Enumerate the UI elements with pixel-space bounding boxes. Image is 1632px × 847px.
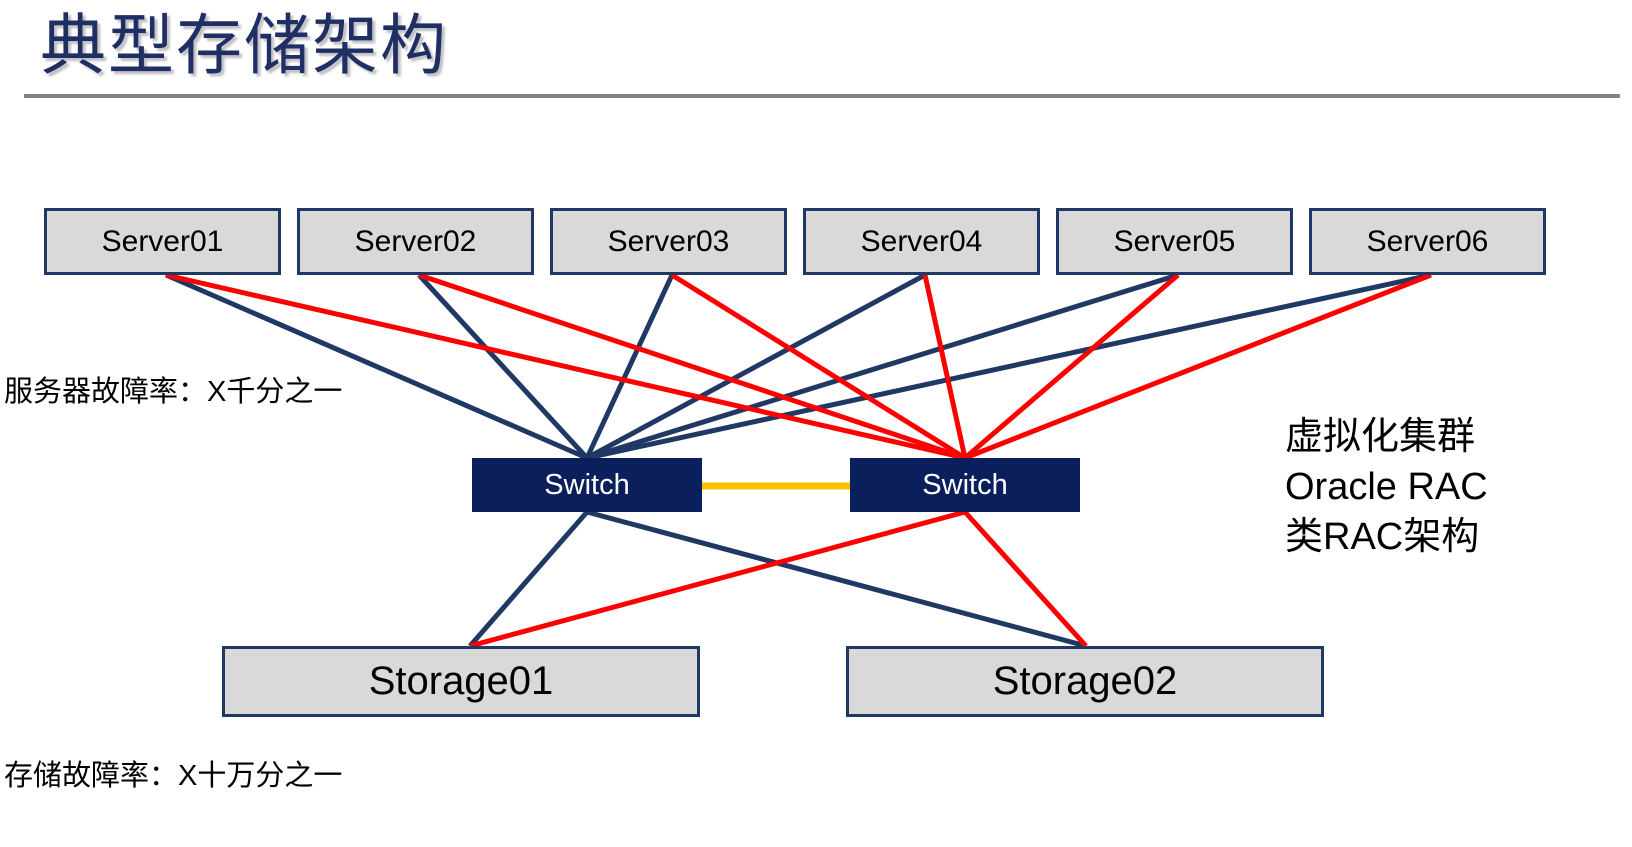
link-server5-to-switch-right xyxy=(963,273,1180,460)
storage-node-1[interactable]: Storage01 xyxy=(222,646,700,717)
server-node-1[interactable]: Server01 xyxy=(44,208,281,275)
link-server4-to-switch-right xyxy=(922,274,968,459)
link-switch-right-to-storage2 xyxy=(963,510,1088,648)
link-server3-to-switch-left xyxy=(584,273,675,460)
server-label: Server04 xyxy=(860,224,983,258)
link-server4-to-switch-left xyxy=(585,272,927,461)
server-label: Server03 xyxy=(607,224,730,258)
switch-node-left[interactable]: Switch xyxy=(472,458,702,512)
storage-node-2[interactable]: Storage02 xyxy=(846,646,1324,717)
link-server5-to-switch-left xyxy=(586,272,1179,461)
page-title: 典型存储架构 xyxy=(40,8,448,82)
cluster-note-line-2: Oracle RAC xyxy=(1285,466,1488,508)
storage-label: Storage01 xyxy=(368,659,554,703)
link-switch-left-to-storage1 xyxy=(468,510,589,648)
link-switch-right-to-storage1 xyxy=(469,509,966,649)
link-server1-to-switch-right xyxy=(165,272,966,461)
cluster-note: 虚拟化集群 Oracle RAC 类RAC架构 xyxy=(1285,412,1488,562)
storage-failure-rate-note: 存储故障率：X十万分之一 xyxy=(4,760,343,792)
server-node-2[interactable]: Server02 xyxy=(297,208,534,275)
server-node-4[interactable]: Server04 xyxy=(803,208,1040,275)
link-server2-to-switch-right xyxy=(418,272,966,461)
server-label: Server02 xyxy=(354,224,477,258)
server-label: Server06 xyxy=(1366,224,1489,258)
link-switch-left-to-storage2 xyxy=(586,509,1087,649)
cluster-note-line-3: 类RAC架构 xyxy=(1285,516,1480,558)
switch-to-storage-links xyxy=(468,509,1088,649)
server-to-switch-left-links xyxy=(165,272,1432,461)
cluster-note-line-1: 虚拟化集群 xyxy=(1285,416,1476,458)
server-node-6[interactable]: Server06 xyxy=(1309,208,1546,275)
storage-label: Storage02 xyxy=(992,659,1178,703)
link-server1-to-switch-left xyxy=(165,272,588,461)
switch-node-right[interactable]: Switch xyxy=(850,458,1080,512)
server-failure-rate-note: 服务器故障率：X千分之一 xyxy=(4,376,343,408)
switch-label: Switch xyxy=(544,468,630,501)
switch-label: Switch xyxy=(922,468,1008,501)
link-server2-to-switch-left xyxy=(417,273,589,460)
server-to-switch-right-links xyxy=(165,272,1432,461)
server-node-3[interactable]: Server03 xyxy=(550,208,787,275)
server-label: Server01 xyxy=(101,224,224,258)
server-node-5[interactable]: Server05 xyxy=(1056,208,1293,275)
title-divider xyxy=(24,94,1620,98)
server-label: Server05 xyxy=(1113,224,1236,258)
link-server3-to-switch-right xyxy=(670,272,967,461)
